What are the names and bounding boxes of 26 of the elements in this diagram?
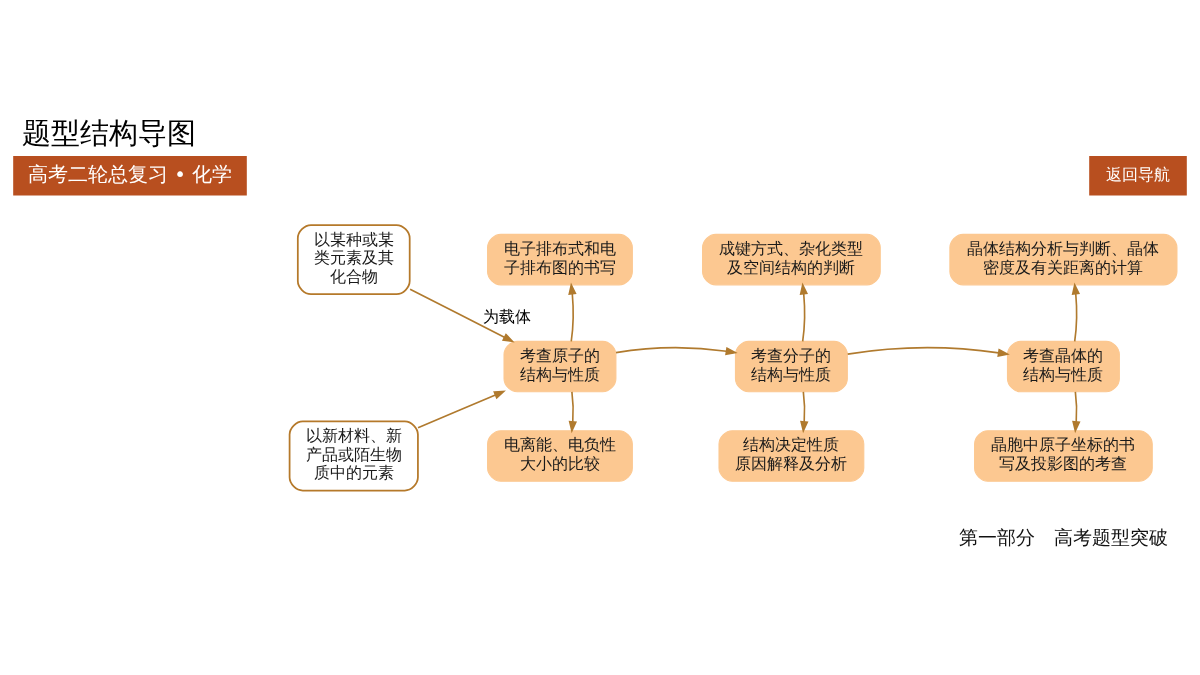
diagram-title: 题型结构导图	[21, 116, 196, 150]
arrow	[409, 288, 515, 343]
arrow	[568, 391, 578, 434]
node-box: 晶胞中原子坐标的书写及投影图的考查	[974, 430, 1153, 482]
arrow	[846, 346, 1010, 357]
label: 第一部分 高考题型突破	[958, 527, 1168, 549]
node-box: 电子排布式和电子排布图的书写	[487, 233, 633, 286]
arrow	[799, 282, 809, 343]
arrow	[568, 282, 577, 343]
arrow	[417, 390, 506, 429]
label: 返回导航	[1106, 164, 1171, 184]
node-box: 成键方式、杂化类型及空间结构的判断	[702, 233, 881, 286]
node-box: 考查原子的结构与性质	[503, 340, 617, 393]
arrow	[800, 391, 809, 434]
label: 高考二轮总复习 • 化学	[27, 162, 233, 186]
node-box: 以某种或某类元素及其化合物	[296, 224, 411, 296]
edge-label: 为载体	[483, 306, 532, 326]
node-box: 考查晶体的结构与性质	[1006, 340, 1120, 393]
node-box: 以新材料、新产品或陌生物质中的元素	[288, 420, 419, 492]
node-box: 考查分子的结构与性质	[734, 340, 848, 393]
arrow	[1072, 391, 1081, 434]
arrow	[1071, 282, 1081, 343]
node-box: 晶体结构分析与判断、晶体密度及有关距离的计算	[949, 233, 1178, 286]
node-box: 电离能、电负性大小的比较	[487, 430, 633, 482]
arrow	[615, 346, 738, 356]
node-box: 结构决定性质原因解释及分析	[718, 430, 865, 482]
